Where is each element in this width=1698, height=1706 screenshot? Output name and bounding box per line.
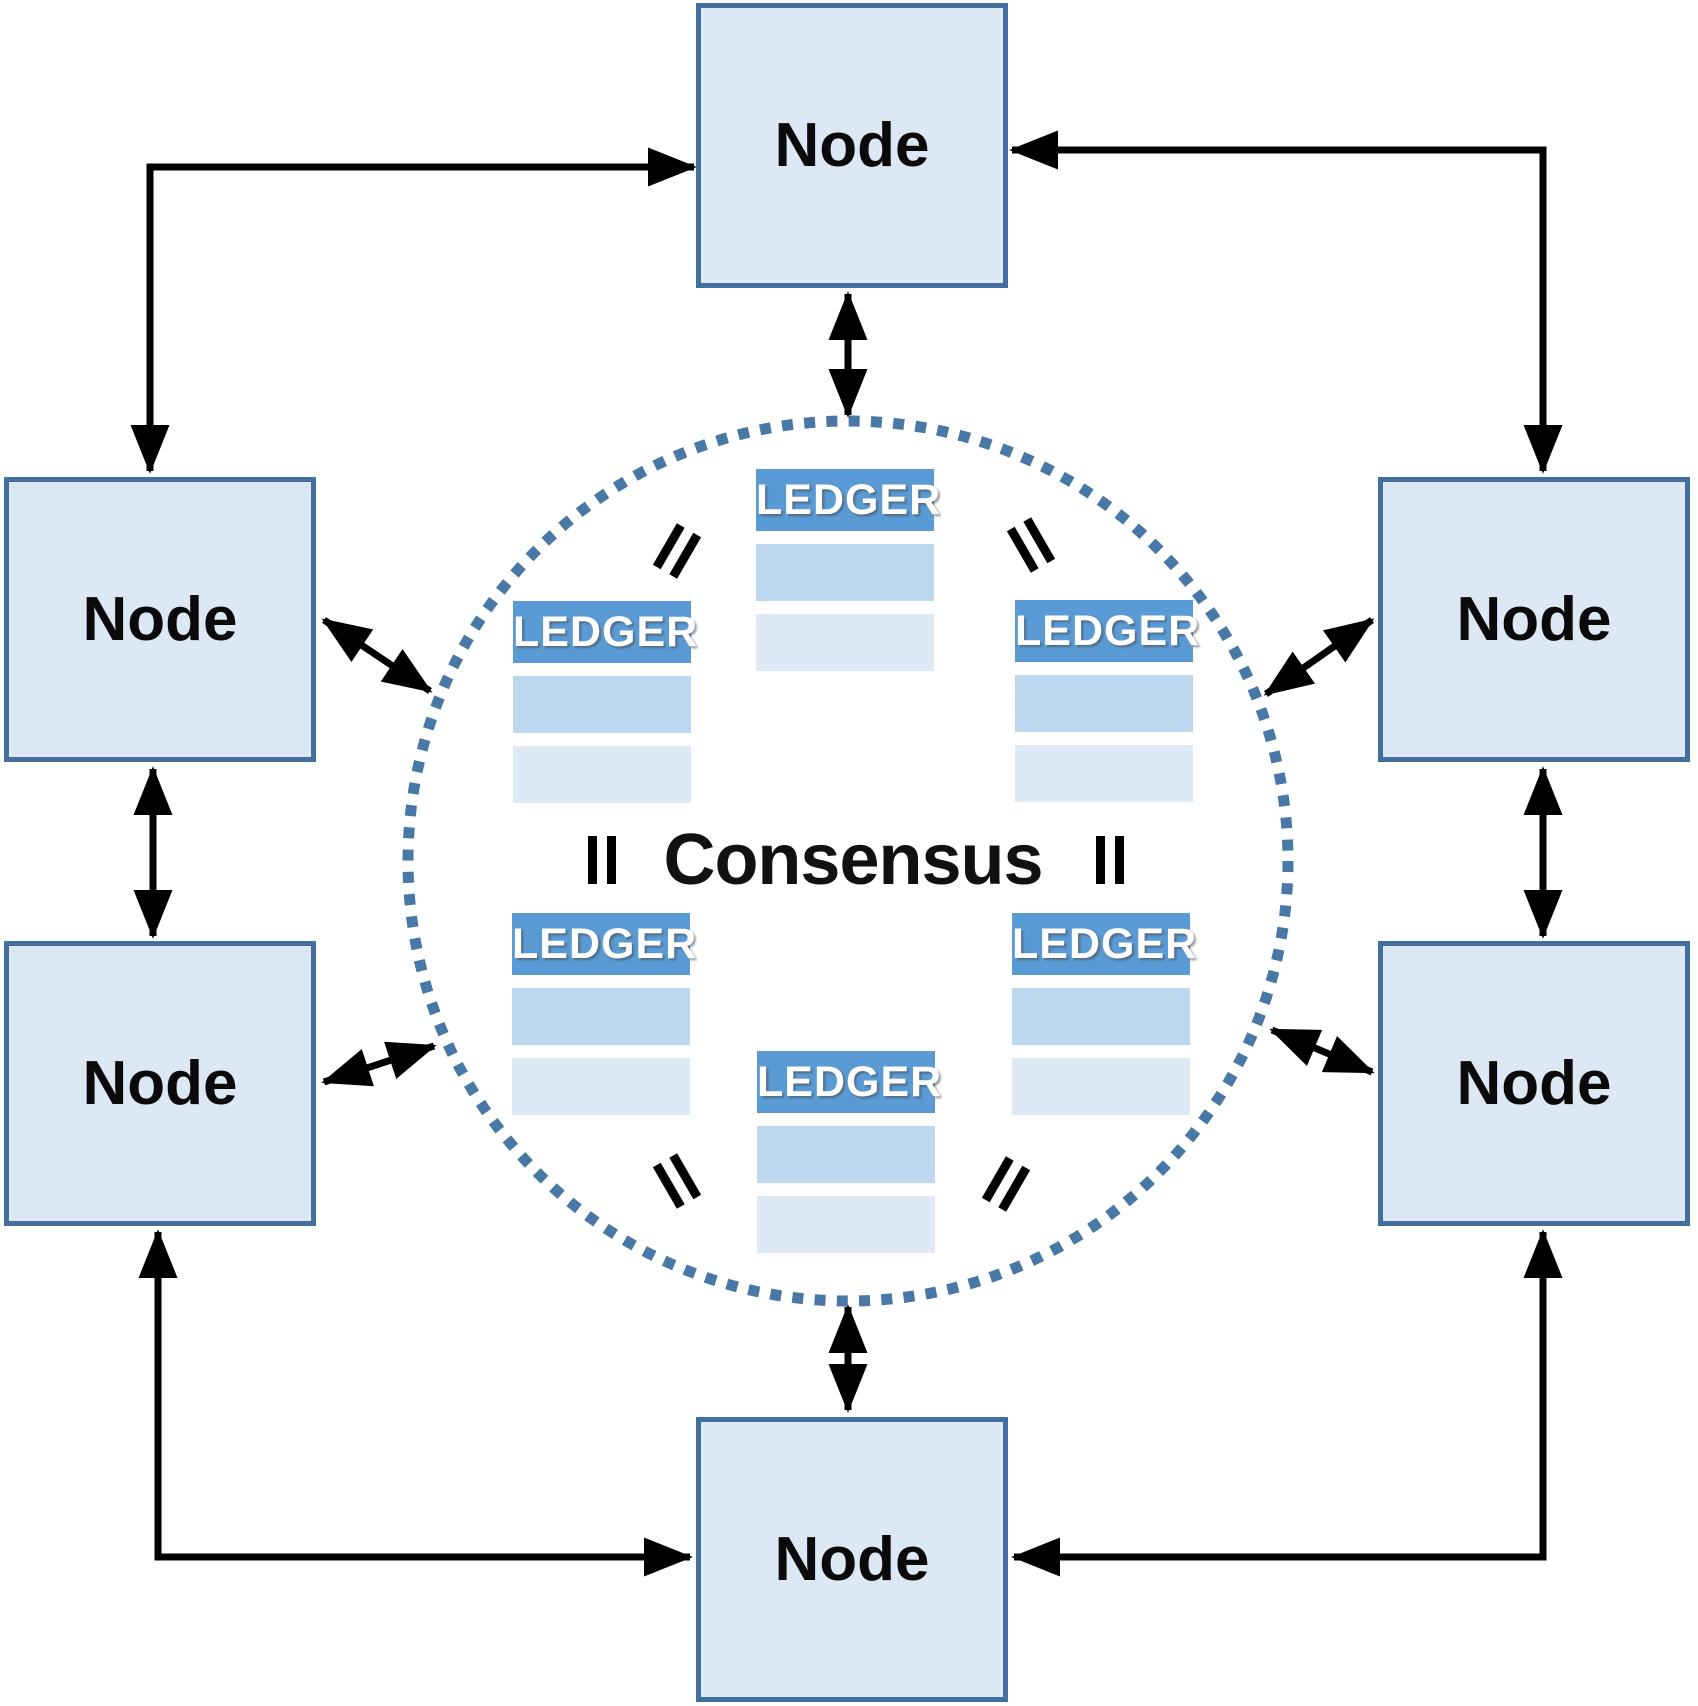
arrow-top-right-connector <box>1009 130 1563 474</box>
ledger-row <box>1015 675 1193 732</box>
node-box-upper-left: Node <box>4 477 316 762</box>
node-box-top: Node <box>696 3 1008 288</box>
arrow-lower-right-node-circle <box>1269 1026 1375 1076</box>
ledger-row <box>757 1126 935 1183</box>
ledger-row <box>756 614 934 671</box>
ledger-row <box>513 676 691 733</box>
arrow-bottom-right-connector <box>1011 1229 1563 1577</box>
ledger-upper-right: LEDGER <box>1015 600 1199 802</box>
node-box-upper-right: Node <box>1378 477 1690 762</box>
ledger-header: LEDGER <box>512 913 696 975</box>
node-label: Node <box>774 111 930 180</box>
ledger-header: LEDGER <box>513 601 697 663</box>
ledger-row <box>757 1196 935 1253</box>
ledger-row <box>512 988 690 1045</box>
node-box-bottom: Node <box>696 1417 1008 1702</box>
ledger-lower-left: LEDGER <box>512 913 696 1115</box>
node-label: Node <box>1456 585 1612 654</box>
node-label: Node <box>82 585 238 654</box>
node-box-lower-right: Node <box>1378 941 1690 1226</box>
ledger-lower-right: LEDGER <box>1012 913 1196 1115</box>
ledger-row <box>1012 988 1190 1045</box>
ledger-row <box>1015 745 1193 802</box>
node-label: Node <box>82 1049 238 1118</box>
ledger-row <box>512 1058 690 1115</box>
arrow-upper-right-node-circle <box>1263 617 1375 697</box>
node-label: Node <box>774 1525 930 1594</box>
ledger-upper-left: LEDGER <box>513 601 697 803</box>
node-box-lower-left: Node <box>4 941 316 1226</box>
ledger-header: LEDGER <box>1015 600 1199 662</box>
ledger-header: LEDGER <box>1012 913 1196 975</box>
ledger-row <box>513 746 691 803</box>
arrow-lower-left-node-circle <box>321 1041 437 1087</box>
consensus-dotted-circle <box>402 415 1294 1307</box>
consensus-label: Consensus <box>663 820 1043 900</box>
node-label: Node <box>1456 1049 1612 1118</box>
arrow-upper-left-node-circle <box>321 617 433 694</box>
ledger-row <box>756 544 934 601</box>
arrow-bottom-left-connector <box>138 1229 693 1577</box>
ledger-bottom-center: LEDGER <box>757 1051 941 1253</box>
ledger-header: LEDGER <box>757 1051 941 1113</box>
ledger-top-center: LEDGER <box>756 469 940 671</box>
equals-icon-middle-right <box>1096 836 1124 884</box>
ledger-row <box>1012 1058 1190 1115</box>
ledger-header: LEDGER <box>756 469 940 531</box>
equals-icon-middle-left <box>588 836 616 884</box>
arrow-top-left-connector <box>130 147 697 474</box>
